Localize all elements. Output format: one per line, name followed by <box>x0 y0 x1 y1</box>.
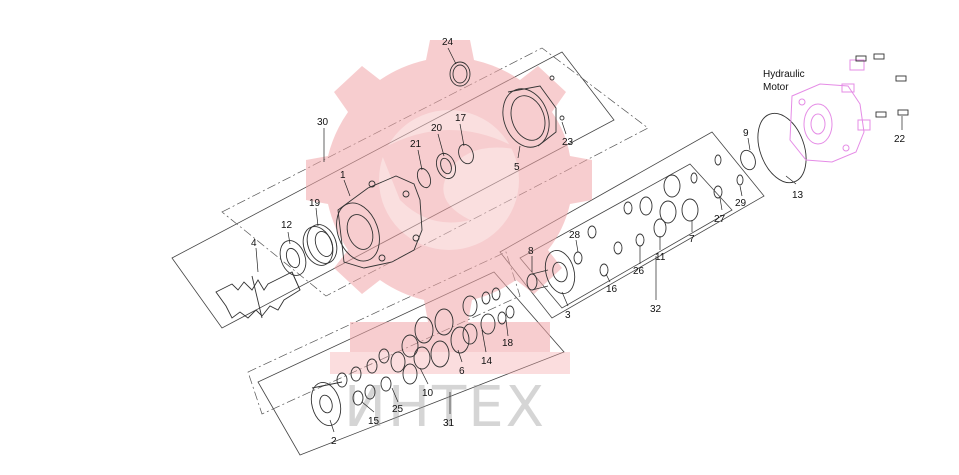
part-10-needle-bearings <box>390 334 431 385</box>
callout-4: 4 <box>251 238 257 249</box>
part-11-gear <box>639 196 677 238</box>
callout-1: 1 <box>340 170 346 181</box>
callout-31: 31 <box>443 418 455 429</box>
part-14-thrust-washers <box>462 295 496 345</box>
part-26-pin <box>623 201 645 247</box>
callout-28: 28 <box>569 230 581 241</box>
part-17-seal <box>458 143 474 165</box>
part-19-bearing <box>302 224 338 266</box>
watermark: ИНТЕХ <box>306 40 592 440</box>
callout-13: 13 <box>792 190 804 201</box>
callout-labels: 24 30 20 17 21 5 23 1 12 19 4 8 28 3 16 … <box>251 37 906 447</box>
callout-18: 18 <box>502 338 514 349</box>
part-13-o-ring <box>757 112 807 184</box>
callout-23: 23 <box>562 137 574 148</box>
callout-6: 6 <box>459 366 465 377</box>
part-25-spacers <box>364 348 392 400</box>
parts <box>215 53 909 427</box>
planetary-frame <box>499 131 765 319</box>
part-4-pinion-shaft <box>215 271 301 319</box>
callout-10: 10 <box>422 388 434 399</box>
callout-8: 8 <box>528 246 534 257</box>
callout-27: 27 <box>714 214 726 225</box>
carrier-frame <box>257 271 565 456</box>
watermark-text: ИНТЕХ <box>344 375 546 440</box>
callout-15: 15 <box>368 416 380 427</box>
callout-2: 2 <box>331 436 337 447</box>
part-9-bearing <box>740 149 756 171</box>
motor-caption: Hydraulic Motor <box>763 69 805 93</box>
callout-32: 32 <box>650 304 662 315</box>
callout-29: 29 <box>735 198 747 209</box>
motor-caption-line2: Motor <box>763 82 789 93</box>
part-18-pins <box>481 287 515 325</box>
callout-21: 21 <box>410 139 422 150</box>
callout-19: 19 <box>309 198 321 209</box>
part-1-housing <box>336 175 423 269</box>
part-23-screw <box>549 75 565 121</box>
callout-9: 9 <box>743 128 749 139</box>
callout-7: 7 <box>689 234 695 245</box>
part-22-bolts <box>855 53 909 118</box>
planetary-inner-frame <box>519 163 733 309</box>
callout-14: 14 <box>481 356 493 367</box>
part-6-planet-gears <box>414 308 470 368</box>
part-29-washer <box>736 174 744 186</box>
callout-12: 12 <box>281 220 293 231</box>
part-3-sun-gear-plate <box>544 249 576 295</box>
hydraulic-motor <box>789 59 871 163</box>
callout-11: 11 <box>655 252 666 263</box>
gear-logo-icon <box>306 40 592 374</box>
part-16-washer <box>599 241 623 277</box>
part-20-bearing <box>435 152 457 180</box>
part-12-washer <box>279 240 307 276</box>
callout-25: 25 <box>392 404 404 415</box>
callout-24: 24 <box>442 37 454 48</box>
callout-17: 17 <box>455 113 467 124</box>
part-24-snap-ring <box>449 61 471 87</box>
callout-26: 26 <box>633 266 645 277</box>
part-15-washers <box>336 366 364 406</box>
callout-5: 5 <box>514 162 520 173</box>
callout-22: 22 <box>894 134 906 145</box>
callout-3: 3 <box>565 310 571 321</box>
part-27-washer <box>690 154 723 199</box>
motor-caption-line1: Hydraulic <box>763 69 805 80</box>
callout-30: 30 <box>317 117 329 128</box>
leader-lines <box>255 47 903 433</box>
callout-16: 16 <box>606 284 618 295</box>
part-7-bearing <box>663 174 699 222</box>
part-5-ring-gear <box>502 85 557 148</box>
callout-20: 20 <box>431 123 443 134</box>
part-21-ring <box>416 167 432 189</box>
